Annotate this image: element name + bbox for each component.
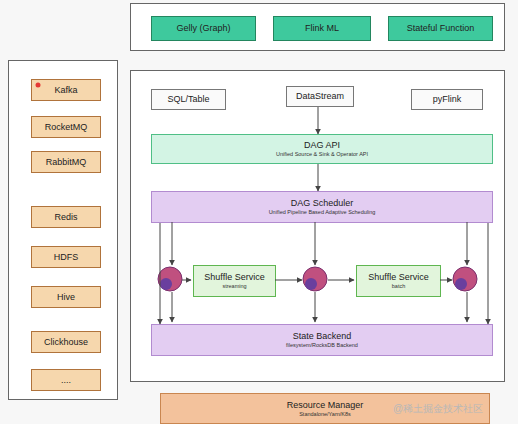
- node-subtitle: filesystem/RocksDB Backend: [286, 342, 358, 349]
- node-subtitle: streaming: [222, 283, 246, 290]
- node-title: DataStream: [296, 91, 344, 102]
- node-title: RabbitMQ: [46, 157, 87, 168]
- group-box: SQL/TableDataStreampyFlinkDAG APIUnified…: [130, 70, 505, 382]
- node-title: Kafka: [54, 85, 77, 96]
- connector-box: Kafka: [31, 79, 101, 101]
- node-title: Clickhouse: [44, 337, 88, 348]
- connector-box: HDFS: [31, 246, 101, 268]
- node-subtitle: Unified Source & Sink & Operator API: [276, 151, 368, 158]
- group-box: Gelly (Graph) Flink ML Stateful Function: [130, 3, 505, 51]
- node-subtitle: batch: [392, 283, 405, 290]
- node-subtitle: Standalone/Yarn/K8s: [299, 411, 351, 418]
- library-box: Flink ML: [273, 16, 371, 41]
- node-title: State Backend: [293, 331, 352, 342]
- node-title: SQL/Table: [167, 94, 209, 105]
- node-title: DAG Scheduler: [291, 198, 354, 209]
- node-title: DAG API: [304, 140, 340, 151]
- node-title: HDFS: [54, 252, 79, 263]
- layer-band: State Backendfilesystem/RocksDB Backend: [151, 324, 493, 356]
- node-title: Resource Manager: [287, 400, 364, 411]
- connector-box: ....: [31, 369, 101, 391]
- node-title: Gelly (Graph): [176, 23, 230, 34]
- node-title: Hive: [57, 292, 75, 303]
- node-title: Shuffle Service: [204, 272, 264, 283]
- watermark: @稀土掘金技术社区: [393, 402, 483, 416]
- api-box: SQL/Table: [151, 89, 226, 110]
- node-title: RocketMQ: [45, 122, 88, 133]
- group-box: KafkaRocketMQ RabbitMQ RedisHDFS HiveClickh…: [8, 60, 118, 400]
- node-title: Shuffle Service: [368, 272, 428, 283]
- connector-box: Redis: [31, 206, 101, 228]
- connector-box: RabbitMQ: [31, 151, 101, 173]
- node-title: ....: [61, 375, 71, 386]
- library-box: Stateful Function: [388, 16, 493, 41]
- connector-box: RocketMQ: [31, 116, 101, 138]
- service-box: Shuffle Servicebatch: [356, 265, 441, 297]
- layer-band: DAG SchedulerUnified Pipeline Based Adap…: [151, 191, 493, 223]
- node-title: Stateful Function: [407, 23, 475, 34]
- node-title: pyFlink: [433, 94, 462, 105]
- service-box: Shuffle Servicestreaming: [193, 265, 276, 297]
- connector-box: Hive: [31, 286, 101, 308]
- library-box: Gelly (Graph): [151, 16, 256, 41]
- node-title: Redis: [54, 212, 77, 223]
- node-title: Flink ML: [305, 23, 339, 34]
- node-subtitle: Unified Pipeline Based Adaptive Scheduli…: [269, 209, 376, 216]
- layer-band: DAG APIUnified Source & Sink & Operator …: [151, 134, 493, 164]
- api-box: pyFlink: [411, 89, 483, 110]
- connector-box: Clickhouse: [31, 331, 101, 353]
- api-box: DataStream: [286, 86, 354, 107]
